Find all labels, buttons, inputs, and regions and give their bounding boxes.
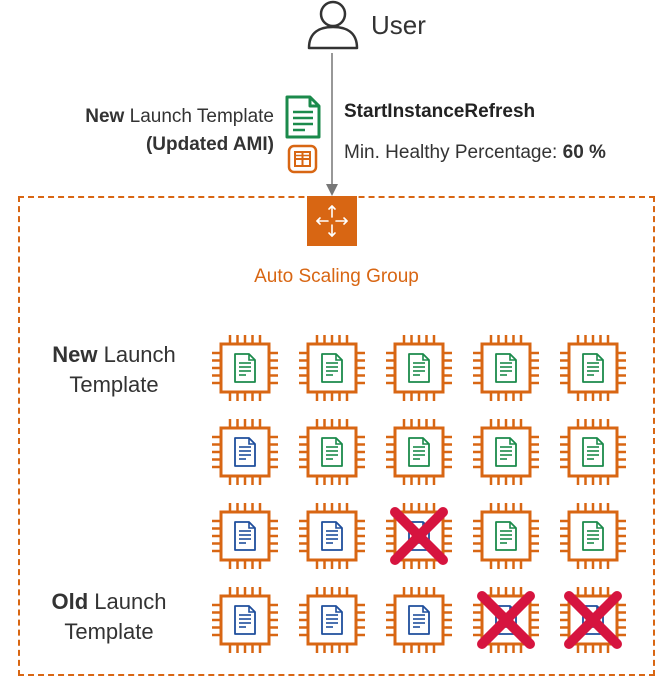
document-icon [582,521,604,551]
ami-icon [287,144,318,174]
new-template-instance [386,419,452,485]
old-template-instance [212,419,278,485]
old-template-instance [212,503,278,569]
document-icon [234,437,256,467]
auto-scaling-group-label: Auto Scaling Group [254,266,419,287]
document-icon [321,605,343,635]
document-icon [495,353,517,383]
old-template-instance [386,587,452,653]
old-template-instance [299,587,365,653]
new-template-instance [560,419,626,485]
action-param-label: Min. Healthy Percentage: [344,142,558,163]
terminated-cross-icon [564,591,622,649]
launch-template-label: New Launch Template [40,106,274,128]
launch-template-detail: (Updated AMI) [145,134,274,155]
new-template-instance [473,335,539,401]
launch-template-prefix: New [85,106,125,127]
terminated-cross-icon [390,507,448,565]
document-icon [321,521,343,551]
document-icon [408,605,430,635]
new-row-label-line2: Template [69,372,159,397]
terminated-cross-icon [477,591,535,649]
action-parameter: Min. Healthy Percentage: 60 % [344,142,606,164]
old-row-label-line2: Template [64,619,154,644]
new-template-instance [473,419,539,485]
document-icon [321,353,343,383]
new-template-instance [560,335,626,401]
user-label: User [371,10,426,40]
new-template-instance [386,335,452,401]
auto-scaling-icon [307,196,357,246]
document-icon [495,437,517,467]
new-launch-template-row-label: New Launch Template [29,340,199,400]
old-row-label-rest: Launch [94,589,167,614]
new-row-label-bold: New [52,342,98,367]
new-template-instance [299,335,365,401]
new-template-instance [560,503,626,569]
terminated-instance [560,587,626,653]
launch-template-document-icon [285,95,321,139]
document-icon [582,353,604,383]
document-icon [408,437,430,467]
action-name: StartInstanceRefresh [344,101,536,122]
old-launch-template-row-label: Old Launch Template [24,587,194,647]
document-icon [234,521,256,551]
document-icon [234,353,256,383]
old-template-instance [212,587,278,653]
new-row-label-rest: Launch [103,342,176,367]
document-icon [321,437,343,467]
document-icon [234,605,256,635]
new-template-instance [473,503,539,569]
new-template-instance [299,419,365,485]
action-param-value: 60 % [562,142,606,163]
document-icon [408,353,430,383]
user-icon [307,0,359,50]
terminated-instance [473,587,539,653]
document-icon [495,521,517,551]
launch-template-name: Launch Template [129,106,274,127]
old-row-label-bold: Old [51,589,89,614]
old-template-instance [299,503,365,569]
new-template-instance [212,335,278,401]
document-icon [582,437,604,467]
terminated-instance [386,503,452,569]
